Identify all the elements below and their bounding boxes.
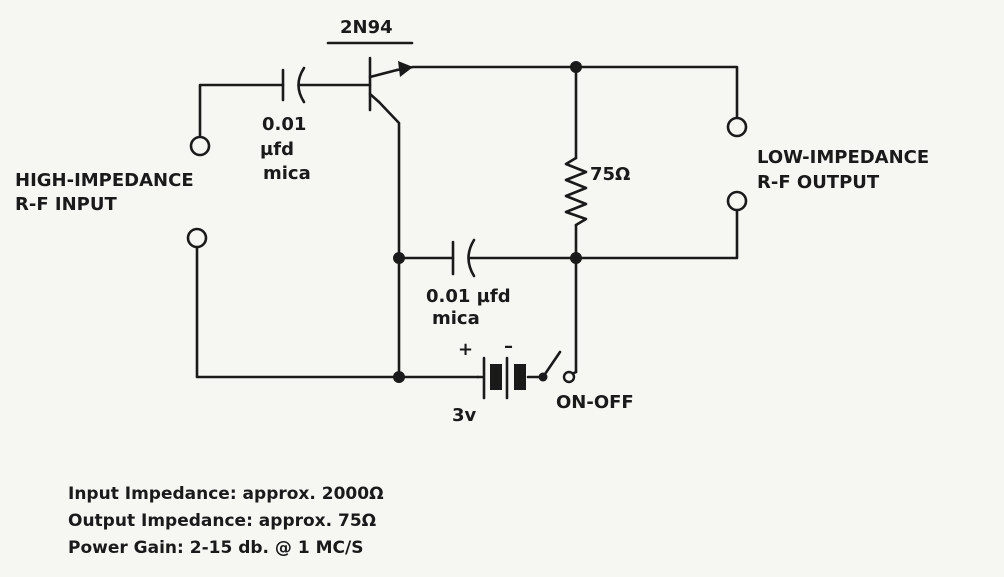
output-terminal-bottom [726, 190, 748, 212]
input-terminal-bottom [186, 227, 208, 249]
input-label-line1: HIGH-IMPEDANCE [15, 170, 194, 191]
junction-dot [393, 371, 405, 383]
wire-top-rail [395, 65, 739, 120]
battery-label: 3v [452, 405, 477, 426]
junction-dot [570, 61, 582, 73]
output-terminals [726, 116, 748, 212]
input-cap-value: 0.01 [262, 114, 306, 135]
output-terminal-top [726, 116, 748, 138]
circuit-schematic: 2N94 0.01 µfd mica HIGH-IMPEDANCE R-F IN… [15, 17, 929, 426]
output-label-line2: R-F OUTPUT [757, 172, 880, 193]
mid-cap-type: mica [432, 308, 480, 329]
battery-plus: + [458, 339, 473, 360]
wire-input-bottom [195, 245, 480, 379]
junction-dots [393, 61, 582, 383]
switch-label: ON-OFF [556, 392, 634, 413]
junction-dot [393, 252, 405, 264]
battery-symbol [476, 356, 526, 400]
resistor-label: 75Ω [590, 164, 630, 185]
mid-cap-value: 0.01 µfd [426, 286, 511, 307]
transistor-label: 2N94 [340, 17, 393, 38]
junction-dot [570, 252, 582, 264]
emitter-arrow [398, 61, 413, 77]
input-cap-unit: µfd [260, 139, 294, 160]
spec-output-impedance: Output Impedance: approx. 75Ω [68, 511, 377, 531]
output-label-line1: LOW-IMPEDANCE [757, 147, 929, 168]
input-terminal-top [189, 135, 211, 157]
input-capacitor-symbol [281, 66, 306, 104]
input-label-line2: R-F INPUT [15, 194, 117, 215]
resistor-symbol [564, 156, 588, 227]
spec-power-gain: Power Gain: 2-15 db. @ 1 MC/S [68, 538, 364, 558]
wire-mid-right [468, 208, 739, 260]
specifications: Input Impedance: approx. 2000Ω Output Im… [68, 481, 384, 562]
battery-minus: – [504, 336, 513, 357]
input-cap-type: mica [263, 163, 311, 184]
on-off-switch-symbol [538, 350, 578, 384]
wire-collector [377, 100, 401, 379]
transistor-symbol [368, 56, 413, 112]
input-terminals [186, 135, 211, 249]
spec-input-impedance: Input Impedance: approx. 2000Ω [68, 484, 384, 504]
mid-capacitor-symbol [451, 238, 476, 278]
wire-input-top [198, 83, 285, 139]
